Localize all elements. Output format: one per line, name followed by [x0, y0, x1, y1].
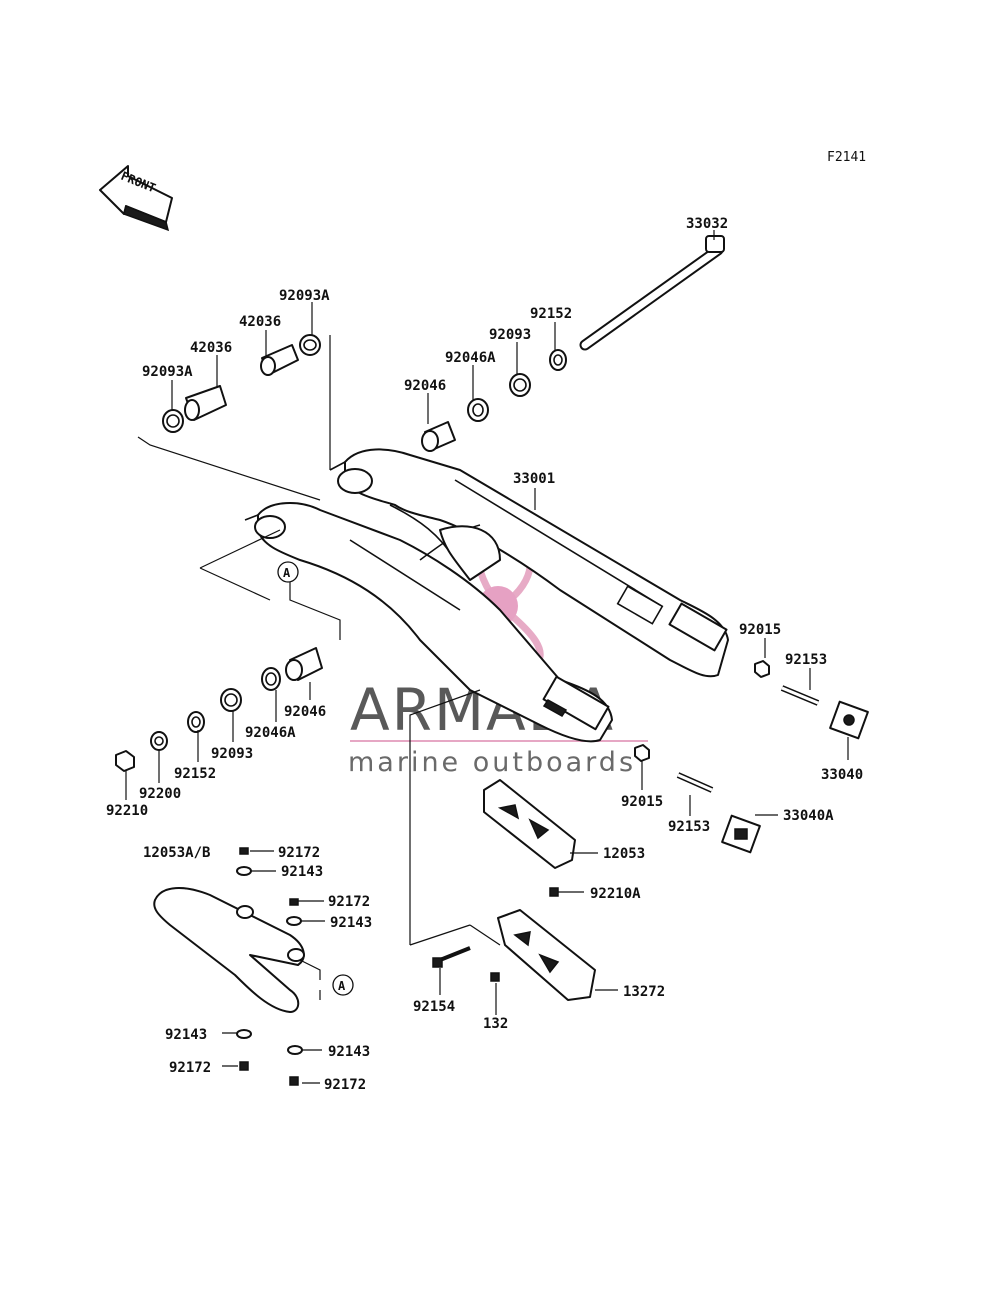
label-92093-top: 92093: [489, 327, 531, 343]
label-92015-right: 92015: [739, 622, 781, 638]
chain-slider-12053ab: [153, 887, 305, 1013]
label-92210A: 92210A: [590, 886, 641, 902]
reference-marker-a-2: A: [332, 974, 354, 996]
leader-lines: [125, 230, 849, 1084]
label-92143-d: 92143: [328, 1044, 370, 1060]
label-92093A-left: 92093A: [142, 364, 193, 380]
axle-33032: [579, 235, 725, 351]
label-132: 132: [483, 1016, 508, 1032]
chain-guide-12053: [483, 779, 576, 869]
chain-guide-13272: [497, 909, 596, 1001]
label-33040: 33040: [821, 767, 863, 783]
label-92046-top: 92046: [404, 378, 446, 394]
label-92200: 92200: [139, 786, 181, 802]
svg-text:A: A: [283, 566, 291, 580]
watermark-tagline: marine outboards: [348, 747, 636, 778]
label-33040A: 33040A: [783, 808, 834, 824]
label-13272: 13272: [623, 984, 665, 1000]
hardware-parts: [115, 334, 869, 854]
label-42036-left: 42036: [190, 340, 232, 356]
front-arrow-icon: FRONT: [99, 165, 173, 232]
label-92046-bottom: 92046: [284, 704, 326, 720]
label-92172-a: 92172: [278, 845, 320, 861]
label-92093A-top: 92093A: [279, 288, 330, 304]
label-92152-bottom: 92152: [174, 766, 216, 782]
swingarm: [244, 448, 729, 743]
label-92154: 92154: [413, 999, 455, 1015]
label-92143-c: 92143: [165, 1027, 207, 1043]
label-92153-right: 92153: [785, 652, 827, 668]
figure-code: F2141: [827, 150, 866, 165]
label-92172-d: 92172: [324, 1077, 366, 1093]
part-labels: 33032 92093A 42036 92152 92093 42036 920…: [106, 216, 863, 1093]
label-33032: 33032: [686, 216, 728, 232]
label-92152-top: 92152: [530, 306, 572, 322]
reference-marker-a-1: A: [277, 561, 299, 583]
label-92093-bottom: 92093: [211, 746, 253, 762]
label-92172-b: 92172: [328, 894, 370, 910]
label-92172-c: 92172: [169, 1060, 211, 1076]
svg-text:A: A: [338, 979, 346, 993]
label-92153-mid: 92153: [668, 819, 710, 835]
label-92143-a: 92143: [281, 864, 323, 880]
label-92046A-top: 92046A: [445, 350, 496, 366]
label-92015-mid: 92015: [621, 794, 663, 810]
label-92143-b: 92143: [330, 915, 372, 931]
label-12053: 12053: [603, 846, 645, 862]
label-33001: 33001: [513, 471, 555, 487]
label-42036-top: 42036: [239, 314, 281, 330]
label-12053AB: 12053A/B: [143, 845, 210, 861]
label-92046A-bottom: 92046A: [245, 725, 296, 741]
label-92210: 92210: [106, 803, 148, 819]
small-fasteners: [236, 847, 559, 1086]
